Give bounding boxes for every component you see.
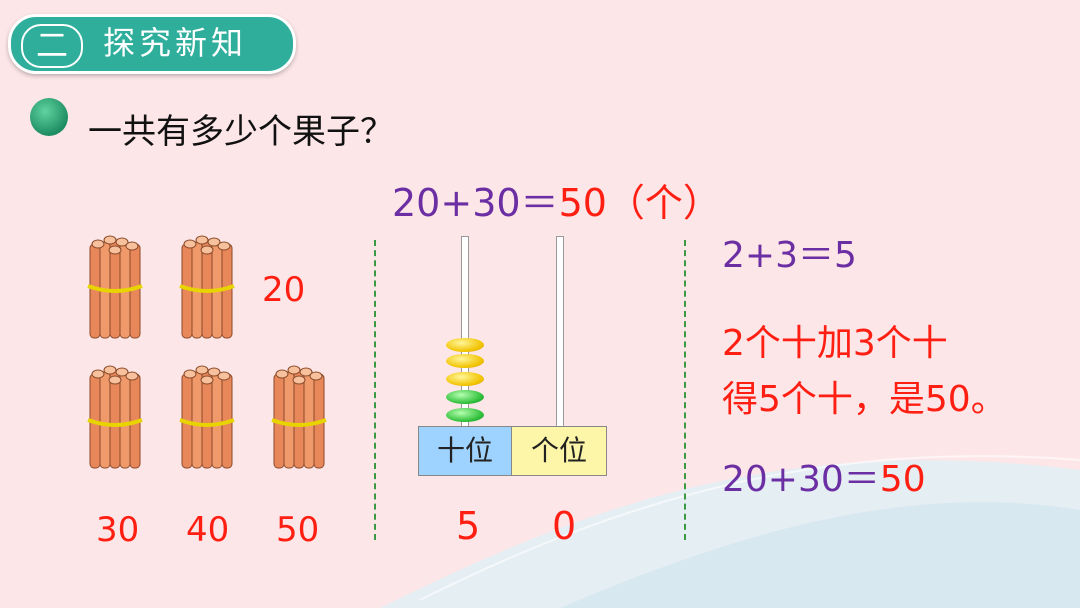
bullet-icon: [30, 98, 68, 136]
top-equation-equals: ＝: [520, 181, 559, 225]
stick-bundle-icon: [179, 235, 235, 339]
explanation-line-2: 得5个十，是50。: [722, 379, 1007, 420]
abacus-bead: [446, 354, 484, 368]
count-thirty: 30: [96, 510, 140, 550]
stick-bundle-icon: [271, 365, 327, 469]
digit-equation-left: 2+3: [722, 235, 798, 276]
final-equation-result: 50: [879, 459, 926, 500]
stick-bundle-icon: [87, 235, 143, 339]
final-equation-equals: ＝: [843, 459, 880, 500]
abacus-bead: [446, 390, 484, 404]
abacus-bead: [446, 408, 484, 422]
abacus-bead: [446, 338, 484, 352]
count-twenty: 20: [262, 270, 306, 310]
top-equation-unit: （个）: [606, 181, 721, 225]
abacus-ones-rod: [556, 236, 564, 428]
section-header: 二 探究新知: [8, 14, 296, 74]
digit-equation: 2+3＝5: [722, 226, 857, 278]
final-equation: 20+30＝50: [722, 450, 926, 502]
count-forty: 40: [186, 510, 230, 550]
count-fifty: 50: [276, 510, 320, 550]
digit-equation-result: 5: [834, 235, 857, 276]
question-text: 一共有多少个果子？: [88, 112, 394, 152]
ones-place-label: 个位: [511, 426, 607, 476]
top-equation-result: 50: [558, 181, 607, 225]
abacus-bead: [446, 372, 484, 386]
digit-equation-equals: ＝: [797, 235, 834, 276]
section-title: 探究新知: [103, 24, 248, 62]
stick-bundle-icon: [87, 365, 143, 469]
top-equation-left: 20+30: [392, 181, 521, 225]
top-equation: 20+30＝50（个）: [392, 172, 721, 227]
divider-left: [374, 240, 376, 540]
ones-value: 0: [552, 504, 577, 548]
final-equation-left: 20+30: [722, 459, 844, 500]
tens-place-label: 十位: [418, 426, 512, 476]
stick-bundle-icon: [179, 365, 235, 469]
section-number: 二: [21, 24, 83, 68]
explanation-line-1: 2个十加3个十: [722, 323, 948, 364]
tens-value: 5: [456, 504, 481, 548]
divider-right: [684, 240, 686, 540]
